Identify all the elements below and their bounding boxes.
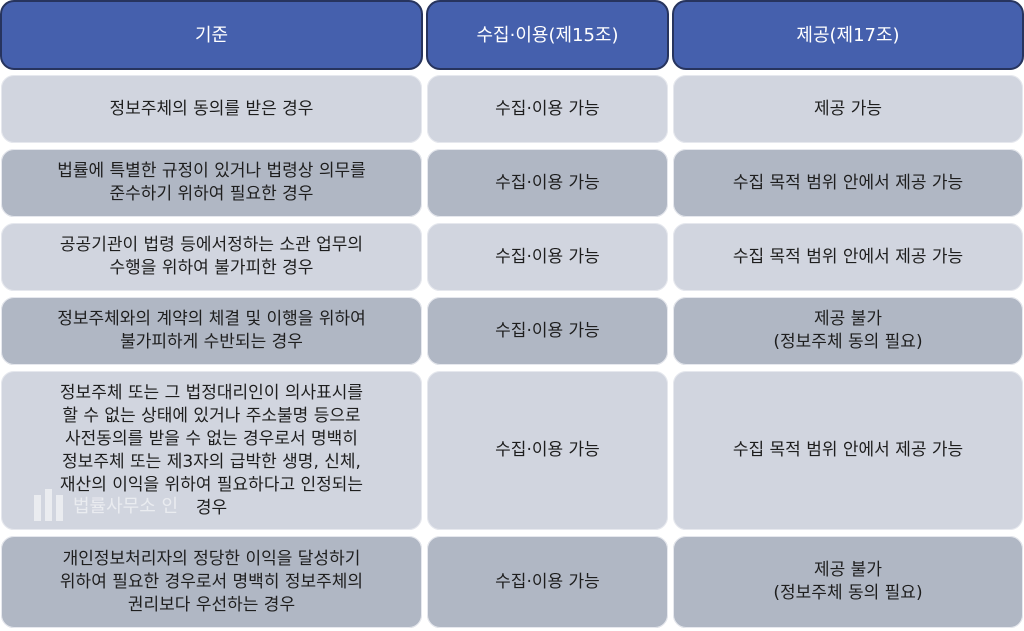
row-2-criterion: 법률에 특별한 규정이 있거나 법령상 의무를 준수하기 위하여 필요한 경우: [0, 148, 423, 218]
row-2-provision: 수집 목적 범위 안에서 제공 가능: [672, 148, 1024, 218]
row-4-provision: 제공 불가 (정보주체 동의 필요): [672, 296, 1024, 366]
row-1-provision: 제공 가능: [672, 74, 1024, 144]
header-collection: 수집·이용(제15조): [426, 0, 669, 70]
row-6-collection: 수집·이용 가능: [426, 535, 669, 629]
row-6-criterion: 개인정보처리자의 정당한 이익을 달성하기 위하여 필요한 경우로서 명백히 정…: [0, 535, 423, 629]
row-2-collection: 수집·이용 가능: [426, 148, 669, 218]
row-5-collection: 수집·이용 가능: [426, 370, 669, 531]
row-4-collection: 수집·이용 가능: [426, 296, 669, 366]
row-4-criterion: 정보주체와의 계약의 체결 및 이행을 위하여 불가피하게 수반되는 경우: [0, 296, 423, 366]
row-5-provision: 수집 목적 범위 안에서 제공 가능: [672, 370, 1024, 531]
row-3-provision: 수집 목적 범위 안에서 제공 가능: [672, 222, 1024, 292]
row-6-provision: 제공 불가 (정보주체 동의 필요): [672, 535, 1024, 629]
header-criterion: 기준: [0, 0, 423, 70]
header-provision: 제공(제17조): [672, 0, 1024, 70]
row-5-criterion: 정보주체 또는 그 법정대리인이 의사표시를 할 수 없는 상태에 있거나 주소…: [0, 370, 423, 531]
row-3-collection: 수집·이용 가능: [426, 222, 669, 292]
row-1-criterion: 정보주체의 동의를 받은 경우: [0, 74, 423, 144]
row-3-criterion: 공공기관이 법령 등에서정하는 소관 업무의 수행을 위하여 불가피한 경우: [0, 222, 423, 292]
row-1-collection: 수집·이용 가능: [426, 74, 669, 144]
